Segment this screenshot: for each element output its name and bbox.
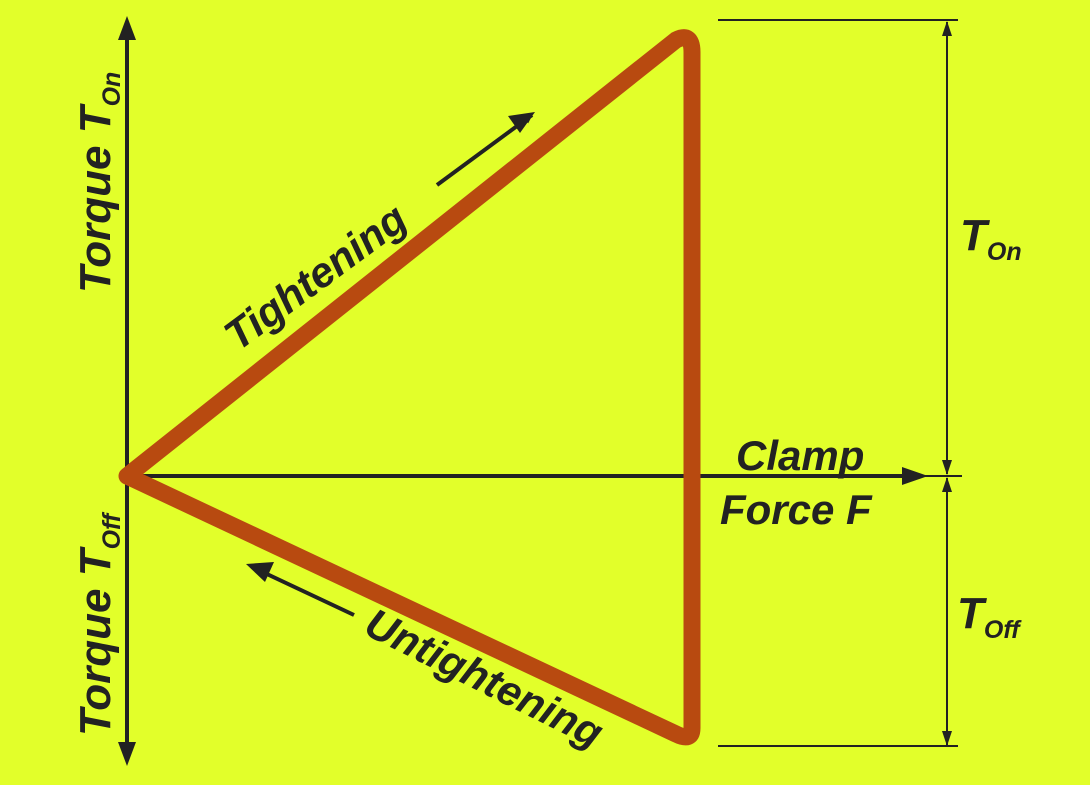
tightening-arrowhead	[508, 112, 535, 133]
toff-dimension-arrow-top	[942, 477, 952, 492]
x-axis-label-line1: Clamp	[736, 432, 864, 479]
torque-axis-down-arrowhead	[118, 742, 136, 766]
toff-dimension-arrow-bottom	[942, 731, 952, 746]
clamp-force-axis-arrowhead	[902, 467, 928, 485]
ton-dimension-arrow-bottom	[942, 460, 952, 475]
torque-curve	[118, 29, 701, 746]
y-axis-label-bottom: Torque TOff	[71, 511, 126, 736]
untightening-arrowhead	[246, 562, 274, 582]
toff-dimension-label: TOff	[957, 589, 1022, 644]
y-axis-label-top: Torque TOn	[71, 72, 126, 293]
ton-dimension-label: TOn	[960, 211, 1022, 266]
ton-dimension-arrow-top	[942, 21, 952, 36]
untightening-direction-arrow	[251, 565, 355, 617]
torque-axis-up-arrowhead	[118, 16, 136, 40]
x-axis-label-line2: Force F	[720, 486, 873, 533]
